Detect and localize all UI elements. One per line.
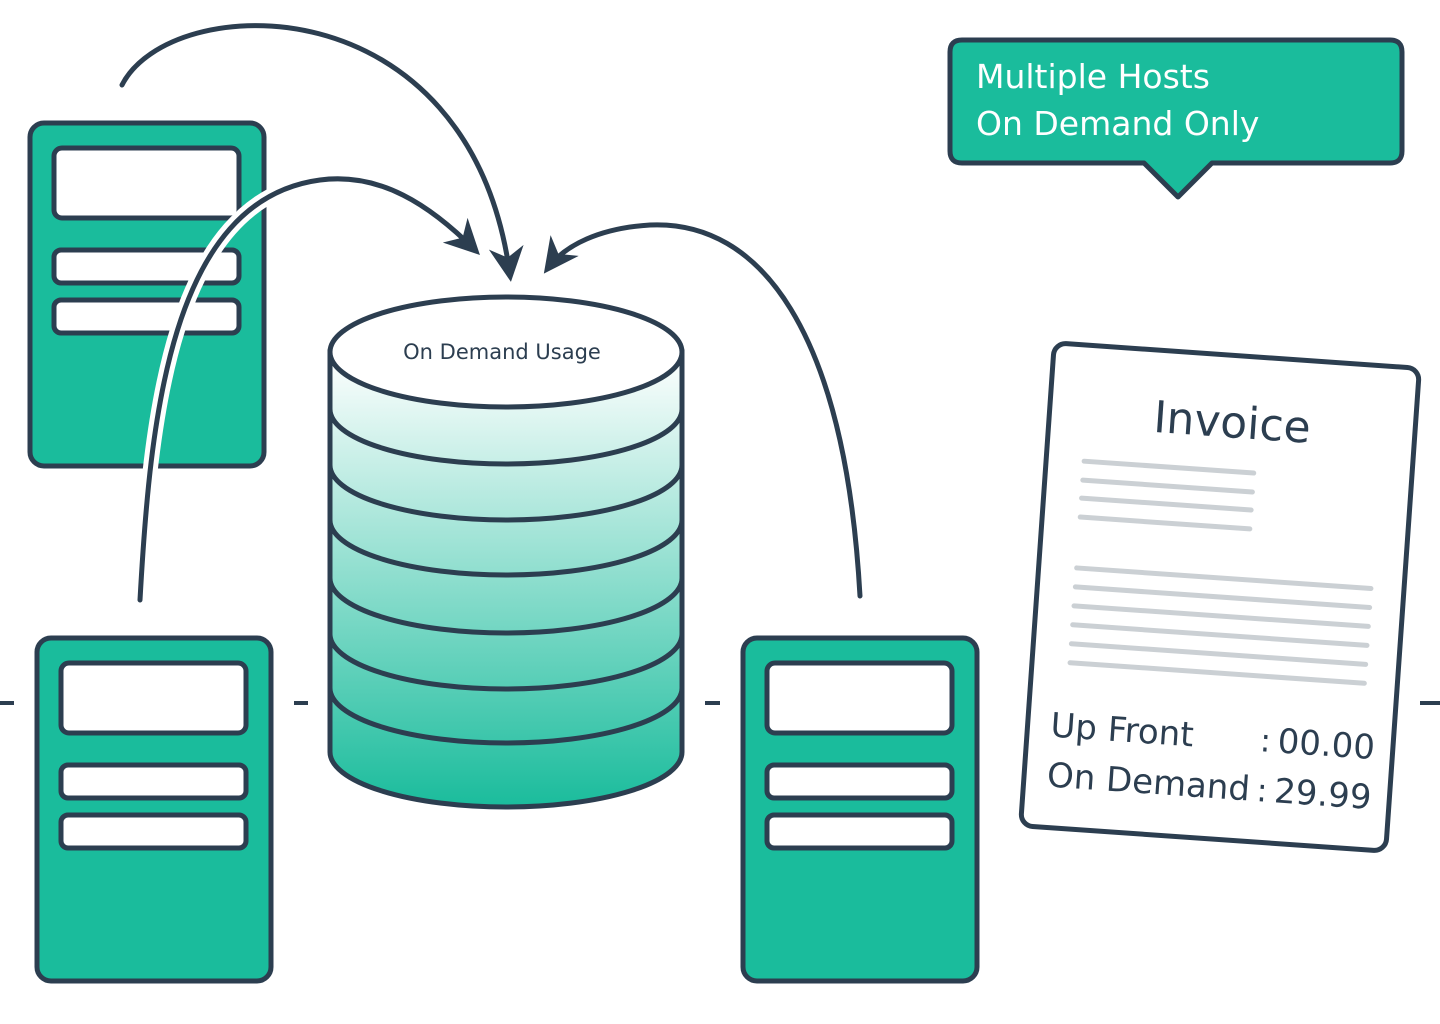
invoice-row-label-upfront: Up Front [1049,706,1195,756]
callout-line-1: Multiple Hosts [976,57,1210,96]
server-bottom-right [740,635,980,984]
server-bottom-left [34,635,274,984]
callout-bubble: Multiple Hosts On Demand Only [947,37,1405,200]
invoice-row-value-upfront: 00.00 [1276,721,1376,768]
arrow-from-top-left-server [119,23,524,282]
server-top-left [27,120,267,469]
invoice-row-sep-upfront: : [1259,721,1272,760]
arrow-from-bottom-left-server [137,176,480,603]
invoice-title: Invoice [1152,392,1312,454]
callout-line-2: On Demand Only [976,104,1259,143]
invoice-row-sep-ondemand: : [1255,771,1268,810]
invoice-document: Invoice Up Front : 00.00 On Demand : 29.… [1018,341,1422,853]
usage-arrows [119,23,863,608]
usage-database: On Demand Usage [327,294,685,810]
invoice-text-lines [1067,458,1374,686]
arrow-from-bottom-right-server [543,222,863,599]
database-label: On Demand Usage [403,340,601,364]
invoice-row-value-ondemand: 29.99 [1273,771,1373,818]
